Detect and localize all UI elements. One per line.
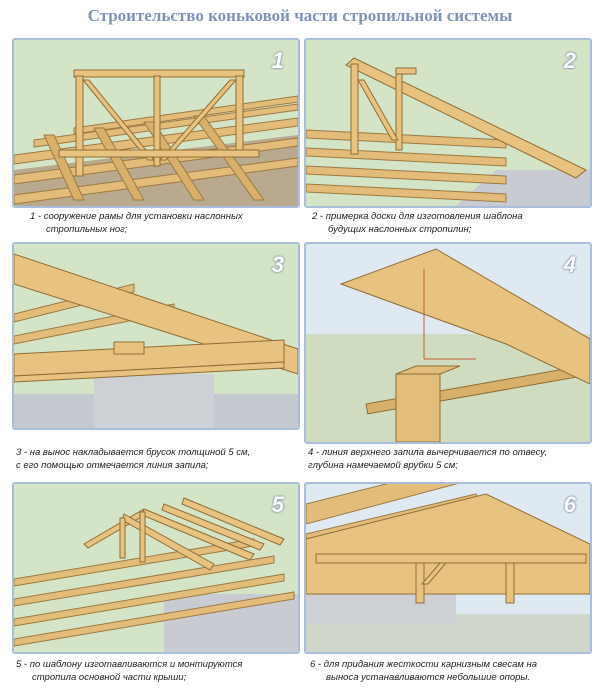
eaves-supports-drawing [306,484,590,652]
step-1-caption-line1: 1 - сооружение рамы для установки наслон… [30,211,243,222]
step-4-caption-line1: 4 - линия верхнего запила вычерчивается … [308,447,547,458]
step-2-number: 2 [563,48,576,73]
step-2-caption-line2: будущих наслонных стропилин; [328,224,472,235]
step-6-illustration: 6 [304,482,592,654]
step-6-caption: 6 - для придания жесткости карнизным све… [310,658,598,684]
step-1-number: 1 [271,48,284,73]
step-3-caption-line1: 3 - на вынос накладывается брусок толщин… [16,447,251,458]
step-4-number: 4 [563,252,576,277]
template-board-drawing [306,40,590,206]
plumb-cut-drawing [306,244,590,442]
step-2-illustration: 2 [304,38,592,208]
step-5-caption-line1: 5 - по шаблону изготавливаются и монтиру… [16,659,243,670]
step-4-caption: 4 - линия верхнего запила вычерчивается … [308,446,598,472]
step-1-caption: 1 - сооружение рамы для установки наслон… [30,210,300,236]
step-4-caption-line2: глубина намечаемой врубки 5 см; [308,460,458,471]
step-3-number: 3 [271,252,284,277]
overhang-bar-drawing [14,244,298,428]
step-3-illustration: 3 [12,242,300,430]
step-6-caption-line2: выноса устанавливаются небольшие опоры. [326,672,531,683]
page-title: Строительство коньковой части стропильно… [87,6,513,25]
frame-construction-drawing [14,40,298,206]
step-2-caption-line1: 2 - примерка доски для изготовления шабл… [312,211,523,222]
step-1-illustration: 1 [12,38,300,208]
main-rafters-drawing [14,484,298,652]
step-4-illustration: 4 [304,242,592,444]
step-1-caption-line2: стропильных ног; [46,224,128,235]
step-3-caption-line2: с его помощью отмечается линия запила; [16,460,209,471]
step-3-caption: 3 - на вынос накладывается брусок толщин… [16,446,301,472]
step-2-caption: 2 - примерка доски для изготовления шабл… [312,210,592,236]
step-6-number: 6 [563,492,576,517]
step-5-caption: 5 - по шаблону изготавливаются и монтиру… [16,658,301,684]
step-5-number: 5 [271,492,284,517]
step-5-caption-line2: стропила основной части крыши; [32,672,187,683]
step-6-caption-line1: 6 - для придания жесткости карнизным све… [310,659,538,670]
step-5-illustration: 5 [12,482,300,654]
